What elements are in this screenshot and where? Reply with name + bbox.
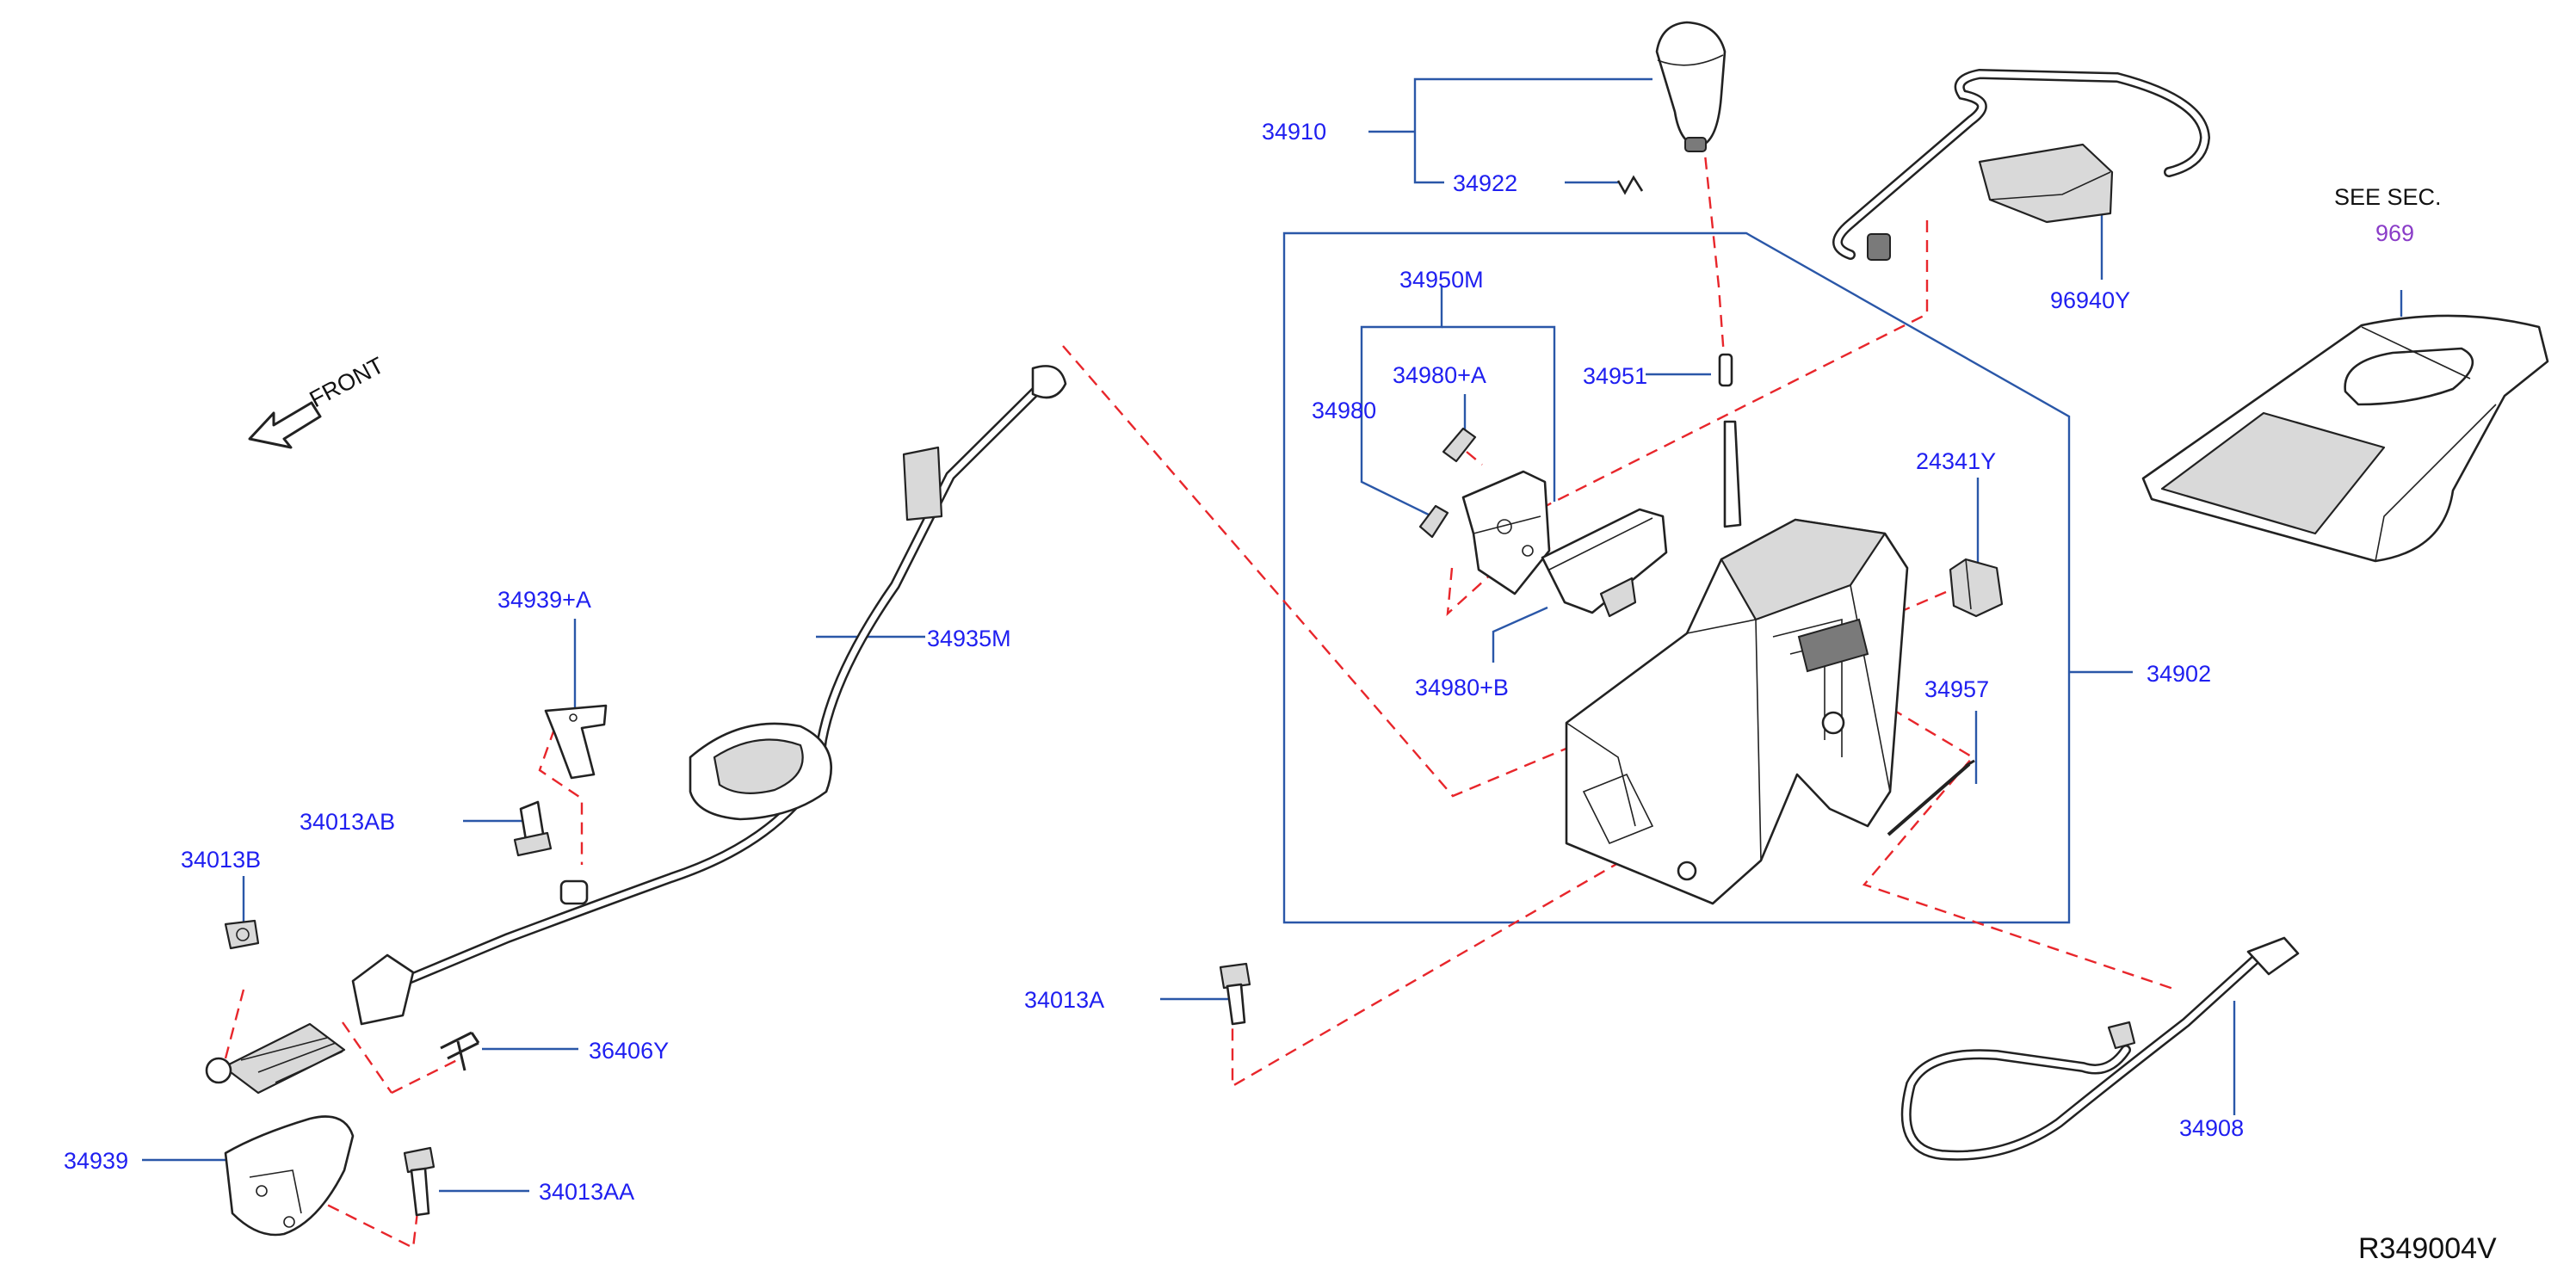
nut-34013B — [224, 919, 260, 950]
label-24341Y: 24341Y — [1916, 448, 1996, 474]
shift-lock-unit — [1541, 508, 1668, 618]
front-direction-arrow — [248, 401, 322, 449]
key-interlock-cable — [1900, 936, 2300, 1161]
control-device-body — [1565, 518, 1909, 905]
shift-lock-solenoid — [1418, 427, 1551, 595]
label-34980: 34980 — [1312, 398, 1376, 423]
label-front: FRONT — [306, 352, 388, 412]
label-34902: 34902 — [2147, 661, 2211, 687]
pin — [1887, 759, 1975, 836]
label-34013AB: 34013AB — [300, 809, 395, 835]
label-36406Y: 36406Y — [589, 1038, 669, 1064]
leader-lines — [142, 77, 2403, 1193]
bolt-34013A — [1219, 962, 1251, 1026]
label-34013AA: 34013AA — [539, 1179, 634, 1205]
control-cable — [205, 365, 1067, 1095]
connector — [1949, 558, 2004, 618]
cable-clip — [440, 1031, 480, 1071]
label-see-sec: SEE SEC. — [2334, 184, 2442, 210]
wiring-harness — [1832, 68, 2211, 261]
label-34910: 34910 — [1262, 119, 1326, 145]
bolt-34013AB — [513, 800, 553, 857]
label-96940Y: 96940Y — [2050, 287, 2130, 313]
label-34957: 34957 — [1924, 676, 1989, 702]
label-sec-969: 969 — [2375, 220, 2414, 246]
label-34980-b: 34980+B — [1415, 675, 1509, 700]
shift-knob — [1655, 21, 1727, 152]
label-34013A: 34013A — [1024, 987, 1104, 1013]
label-34951: 34951 — [1583, 363, 1647, 389]
label-34908: 34908 — [2179, 1115, 2244, 1141]
console-finisher — [2141, 314, 2549, 563]
bolt-34013AA — [403, 1146, 436, 1217]
label-34980-a: 34980+A — [1393, 362, 1486, 388]
retaining-clip — [1616, 175, 1644, 195]
label-34922: 34922 — [1453, 170, 1517, 196]
bracket-lower — [224, 1115, 355, 1237]
label-34939: 34939 — [64, 1148, 128, 1174]
bracket-upper — [544, 704, 608, 780]
shift-lever-rod — [1718, 353, 1742, 528]
label-34935M: 34935M — [927, 626, 1011, 651]
label-34950M: 34950M — [1399, 267, 1484, 293]
assembly-34902-frame — [1282, 231, 2071, 924]
label-34013B: 34013B — [181, 847, 261, 873]
reference-code: R349004V — [2358, 1232, 2497, 1265]
label-34939-a: 34939+A — [497, 587, 591, 613]
